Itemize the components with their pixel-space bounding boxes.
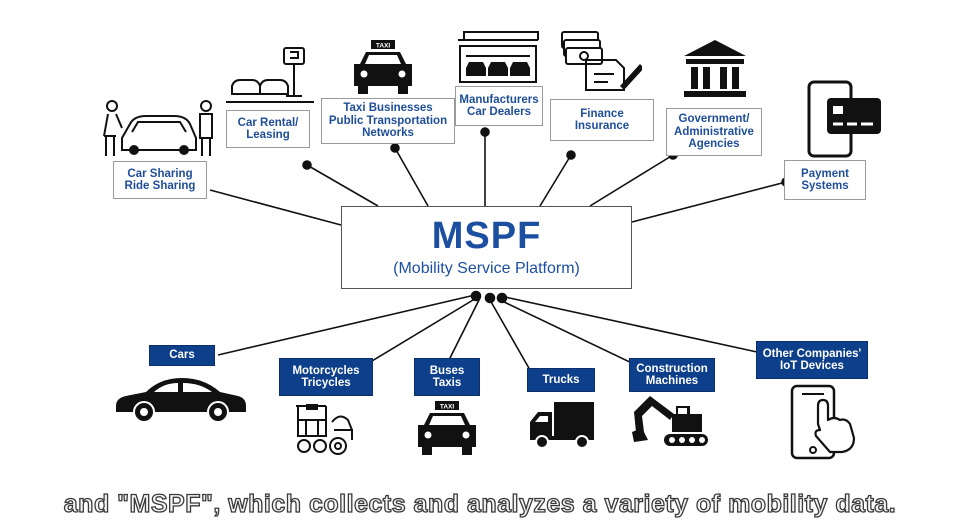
svg-text:TAXI: TAXI: [440, 404, 455, 411]
label-payment: Payment Systems: [784, 160, 866, 200]
phone-card-icon: [807, 80, 881, 158]
label-taxi-business: Taxi Businesses Public Transportation Ne…: [321, 98, 455, 144]
dealership-icon: [458, 31, 539, 83]
truck-icon: [530, 402, 594, 449]
sedan-icon: [116, 378, 246, 422]
label-cars: Cars: [149, 345, 215, 366]
people-car-icon: [103, 100, 213, 156]
video-caption: and "MSPF", which collects and analyzes …: [63, 489, 897, 518]
taxi-icon: TAXI: [354, 40, 412, 94]
label-government: Government/ Administrative Agencies: [666, 108, 762, 156]
label-construction: Construction Machines: [629, 358, 715, 392]
mspf-center-box: MSPF (Mobility Service Platform): [341, 206, 632, 289]
tricycle-motorcycle-icon: [296, 404, 353, 455]
label-finance: Finance Insurance: [550, 99, 654, 141]
label-car-rental: Car Rental/ Leasing: [226, 110, 310, 148]
rental-lot-icon: [226, 47, 314, 103]
money-document-icon: [561, 31, 642, 91]
taxi-front-icon: TAXI: [418, 401, 476, 455]
label-iot: Other Companies' IoT Devices: [756, 341, 868, 379]
mspf-subtitle: (Mobility Service Platform): [393, 260, 580, 277]
label-manufacturers: Manufacturers Car Dealers: [455, 86, 543, 126]
svg-text:TAXI: TAXI: [376, 43, 391, 50]
mspf-title: MSPF: [431, 215, 542, 257]
excavator-icon: [632, 396, 708, 446]
label-trucks: Trucks: [527, 368, 595, 392]
smartphone-touch-icon: [790, 384, 856, 460]
label-buses-taxis: Buses Taxis: [414, 358, 480, 396]
government-building-icon: [684, 40, 746, 97]
label-motorcycles: Motorcycles Tricycles: [279, 358, 373, 396]
label-car-sharing: Car Sharing Ride Sharing: [113, 161, 207, 199]
